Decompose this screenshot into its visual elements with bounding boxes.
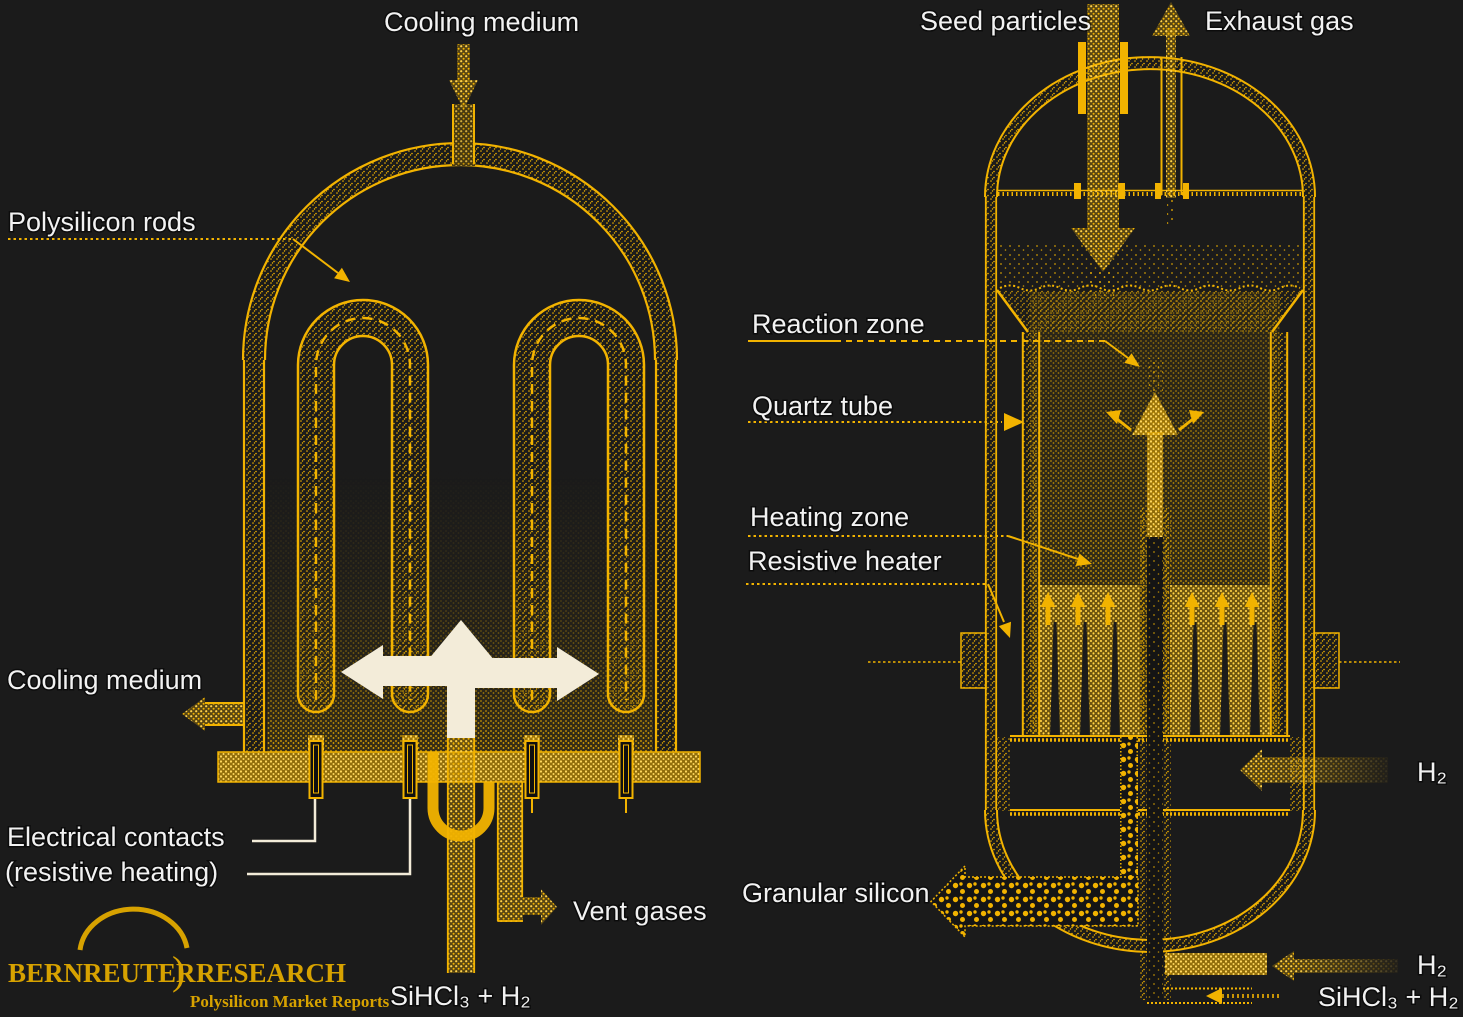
label-cooling-medium-side: Cooling medium — [7, 665, 202, 695]
central-feed-tube — [1106, 358, 1280, 1004]
h2-inlet-lower — [1165, 951, 1398, 981]
side-flange-right — [1313, 632, 1340, 689]
label-electrical-contacts-2: (resistive heating) — [5, 857, 218, 887]
feed-gas-arrow-bottom — [1206, 988, 1222, 1004]
heat-flow-arrows — [1040, 592, 1260, 625]
vent-gases-arrow — [541, 889, 557, 925]
seed-tube-flange — [1078, 42, 1086, 114]
seed-particles-arrow — [1087, 4, 1119, 228]
logo-tagline: Polysilicon Market Reports — [190, 992, 390, 1011]
h2-lower-arrow — [1272, 951, 1294, 981]
leader-contact-1 — [252, 799, 317, 843]
cooling-inlet — [449, 44, 478, 166]
leader-contact-2 — [247, 799, 412, 876]
electrical-contacts — [308, 735, 634, 813]
label-vent-gases: Vent gases — [573, 896, 707, 926]
logo-separator: ) — [172, 948, 185, 993]
contact-pin — [618, 735, 634, 813]
feed-tube-collar — [427, 752, 495, 842]
granular-silicon-outlet — [929, 737, 1139, 939]
rod-u-right — [512, 298, 646, 714]
flow-column — [447, 664, 475, 738]
lid-flange-ticks — [1074, 183, 1189, 199]
seed-inlet — [1071, 4, 1135, 298]
label-cooling-medium-top: Cooling medium — [384, 7, 579, 37]
h2-lower-pipe — [1165, 953, 1267, 975]
cooling-inlet-arrow — [457, 44, 470, 82]
contact-pin — [308, 735, 324, 799]
h2-upper-arrow — [1240, 749, 1262, 791]
polysilicon-rods — [296, 298, 646, 714]
vent-pipe — [496, 782, 557, 925]
label-polysilicon-rods: Polysilicon rods — [8, 207, 196, 237]
flow-arrow-up — [423, 620, 499, 666]
quartz-tube-walls — [1021, 332, 1289, 737]
label-h2-lower: H₂ — [1417, 950, 1447, 980]
contact-pin — [402, 735, 418, 799]
logo-word2: RESEARCH — [196, 958, 346, 988]
vessel-shell — [868, 56, 1400, 810]
h2-inlet-upper — [1240, 749, 1388, 791]
contact-pin — [524, 735, 540, 813]
rod-u-left — [296, 298, 430, 714]
label-feed-gas-left: SiHCl₃ + H₂ — [390, 981, 531, 1011]
label-quartz-tube: Quartz tube — [752, 391, 893, 421]
label-exhaust-gas: Exhaust gas — [1205, 6, 1354, 36]
fbr-reactor: Seed particles Exhaust gas Reaction zone… — [741, 2, 1460, 1014]
center-jet-arrow — [1147, 432, 1163, 537]
label-h2-upper: H₂ — [1417, 757, 1447, 787]
freeboard-particles — [998, 242, 1302, 290]
side-flange-left — [960, 632, 987, 689]
feed-pipe-bottom — [1147, 987, 1252, 1004]
cooling-outlet-arrow — [182, 697, 205, 731]
label-seed-particles: Seed particles — [920, 6, 1091, 36]
bernreuter-logo: BERNREUTER ) RESEARCH Polysilicon Market… — [8, 906, 390, 1011]
exhaust-gas-arrow — [1166, 28, 1176, 198]
plenum-wall-left — [997, 737, 1010, 811]
seed-tube-flange — [1120, 42, 1128, 114]
label-heating-zone: Heating zone — [750, 502, 909, 532]
fbr-dome — [985, 57, 1315, 198]
logo-arc — [77, 906, 190, 951]
logo-word1: BERNREUTER — [8, 958, 196, 988]
cooling-outlet — [182, 697, 245, 731]
label-granular-silicon: Granular silicon — [742, 878, 930, 908]
heater-element-gaps — [1050, 622, 1260, 737]
heating-zone-columns — [1040, 585, 1270, 737]
gas-flow-arrows — [341, 620, 599, 738]
exhaust-outlet — [1152, 2, 1190, 224]
siemens-reactor: Cooling medium Polysilicon rods Cooling … — [4, 6, 709, 1013]
label-electrical-contacts-1: Electrical contacts — [7, 822, 225, 852]
label-resistive-heater: Resistive heater — [748, 546, 942, 576]
label-reaction-zone: Reaction zone — [752, 309, 925, 339]
label-feed-gas-right: SiHCl₃ + H₂ — [1318, 982, 1459, 1012]
fbr-leaders — [746, 340, 1140, 638]
feed-inlet-tube — [427, 700, 495, 973]
siemens-leaders — [8, 238, 412, 876]
